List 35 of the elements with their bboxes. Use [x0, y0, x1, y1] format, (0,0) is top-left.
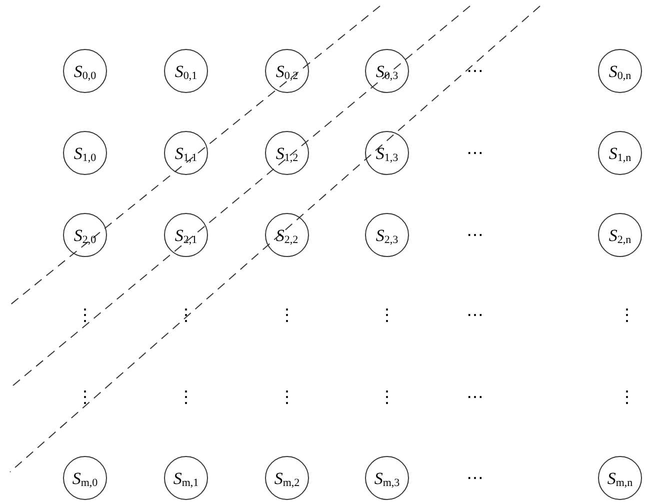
- state-label: S$_{1,1}$: [174, 144, 198, 162]
- state-label: S$_{0,3}$: [376, 62, 398, 80]
- state-label: S$_{1,3}$: [376, 144, 398, 162]
- state-label: S$_{1,n}$: [608, 144, 632, 162]
- ellipsis: ⋮: [278, 388, 296, 406]
- state-label: S$_{1,2}$: [276, 144, 298, 162]
- state-label: S$_{m,3}$: [374, 470, 400, 486]
- state-label: S$_{2,3}$: [376, 226, 398, 244]
- state-label: S$_{m,0}$: [72, 470, 98, 486]
- ellipsis: ⋮: [618, 388, 636, 406]
- ellipsis: ⋮: [76, 388, 94, 406]
- ellipsis: ⋯: [466, 144, 484, 162]
- ellipsis: ⋯: [466, 306, 484, 324]
- ellipsis: ⋮: [378, 306, 396, 324]
- state-label: S$_{0,1}$: [174, 62, 198, 80]
- state-label: S$_{2,n}$: [608, 226, 632, 244]
- ellipsis: ⋯: [466, 62, 484, 80]
- ellipsis: ⋮: [178, 388, 194, 406]
- state-label: S$_{m,1}$: [173, 470, 199, 486]
- state-label: S$_{0,0}$: [74, 62, 96, 80]
- state-label: S$_{2,0}$: [74, 226, 96, 244]
- ellipsis: ⋮: [378, 388, 396, 406]
- ellipsis: ⋮: [178, 306, 194, 324]
- ellipsis: ⋮: [278, 306, 296, 324]
- state-label: S$_{m,2}$: [274, 470, 300, 486]
- state-label: S$_{m,n}$: [607, 470, 633, 486]
- state-label: S$_{0,2}$: [276, 62, 298, 80]
- state-label: S$_{1,0}$: [74, 144, 96, 162]
- ellipsis: ⋮: [618, 306, 636, 324]
- state-label: S$_{0,n}$: [608, 62, 632, 80]
- ellipsis: ⋯: [466, 470, 484, 486]
- ellipsis: ⋯: [466, 226, 484, 244]
- ellipsis: ⋯: [466, 388, 484, 406]
- ellipsis: ⋮: [76, 306, 94, 324]
- state-label: S$_{2,1}$: [174, 226, 198, 244]
